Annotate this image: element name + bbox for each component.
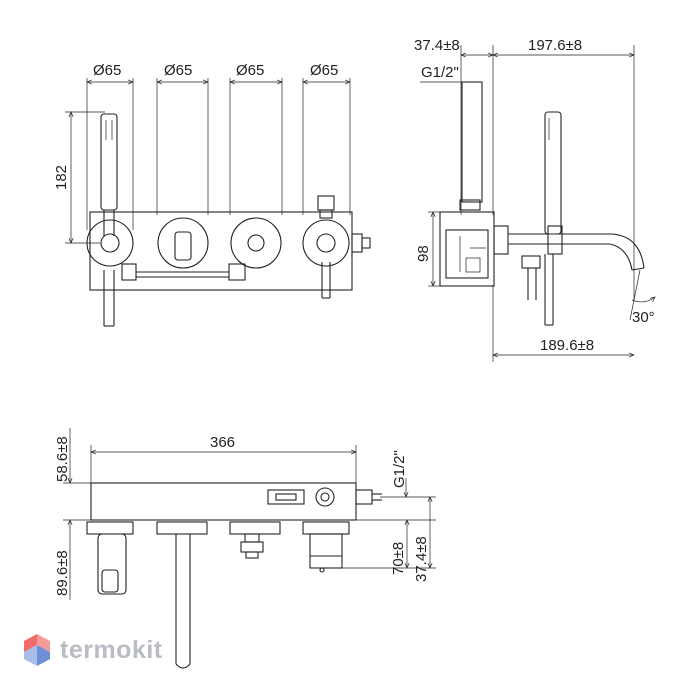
rosette-4 bbox=[302, 219, 350, 267]
diverter-nut bbox=[315, 487, 335, 507]
diverter-slot bbox=[267, 489, 305, 505]
wall-pipe bbox=[461, 81, 483, 203]
dim-dia-3: Ø65 bbox=[236, 62, 264, 79]
dim-side-197-6: 197.6±8 bbox=[528, 37, 582, 54]
holder bbox=[97, 533, 127, 595]
thread-top: G1/2" bbox=[391, 450, 408, 488]
spout bbox=[493, 225, 645, 271]
dim-top-89-6: 89.6±8 bbox=[54, 550, 71, 596]
dim-side-98: 98 bbox=[415, 245, 432, 262]
watermark: termokit bbox=[22, 632, 163, 668]
dim-height-182: 182 bbox=[53, 165, 70, 190]
spout-tip bbox=[175, 663, 191, 669]
diameter-extension-lines bbox=[86, 78, 351, 230]
termokit-logo-icon bbox=[24, 634, 50, 666]
watermark-text: termokit bbox=[60, 635, 163, 664]
hand-shower bbox=[100, 113, 118, 327]
top-view: 366 58.6±8 89.6±8 bbox=[54, 428, 436, 669]
diverter-knob bbox=[317, 195, 335, 211]
top-rosette-2 bbox=[156, 521, 208, 535]
mounting-box bbox=[439, 211, 495, 287]
angle-30: 30° bbox=[632, 309, 655, 326]
rosette-3 bbox=[230, 217, 282, 269]
dim-top-58-6: 58.6±8 bbox=[54, 436, 71, 482]
dim-top-70: 70±8 bbox=[390, 542, 407, 575]
hand-shower-side bbox=[544, 111, 562, 235]
top-rosette-3 bbox=[229, 521, 281, 535]
rosette-2 bbox=[157, 217, 209, 269]
top-rosette-4 bbox=[302, 521, 350, 535]
dim-dia-4: Ø65 bbox=[310, 62, 338, 79]
top-body bbox=[90, 482, 357, 521]
dim-dia-2: Ø65 bbox=[164, 62, 192, 79]
lever-top bbox=[309, 533, 343, 569]
thread-side: G1/2" bbox=[421, 64, 459, 81]
dim-top-366: 366 bbox=[210, 434, 235, 451]
top-rosette-1 bbox=[86, 521, 134, 535]
rosette-1 bbox=[86, 219, 134, 267]
dim-side-37-4: 37.4±8 bbox=[414, 37, 460, 54]
dim-dia-1: Ø65 bbox=[93, 62, 121, 79]
dim-side-189-6: 189.6±8 bbox=[540, 337, 594, 354]
side-view: 37.4±8 197.6±8 G1/2" 98 bbox=[414, 37, 655, 362]
front-view: Ø65 Ø65 Ø65 Ø65 182 bbox=[53, 62, 371, 327]
dim-top-37-4: 37.4±8 bbox=[413, 536, 430, 582]
